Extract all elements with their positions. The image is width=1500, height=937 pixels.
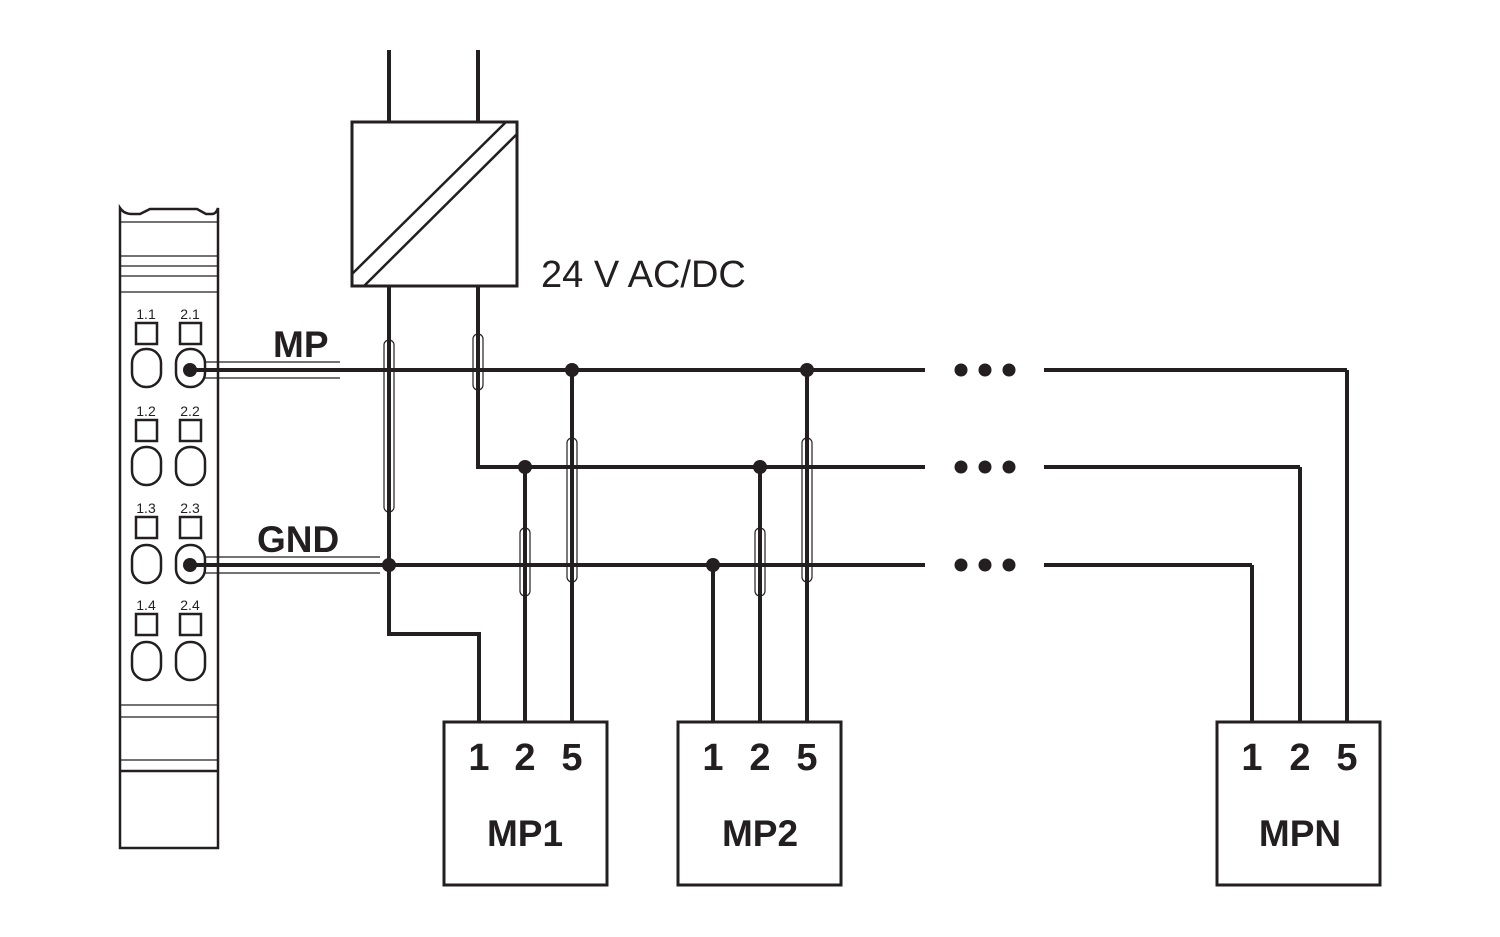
release-button [134,321,159,346]
release-button [134,612,159,637]
power-supply-label: 24 V AC/DC [541,254,746,296]
terminal-opening [130,445,163,487]
release-button [178,321,203,346]
pin-label: 5 [1336,737,1357,779]
terminal-connection-dot [183,363,197,377]
junction-dot [706,558,720,572]
mp-line-label: MP [273,324,329,365]
terminal-label: 1.3 [136,500,156,516]
release-button [178,612,203,637]
junction-dot [382,558,396,572]
converter-slash [351,121,507,275]
terminal-label: 2.1 [180,306,200,322]
terminal-opening [130,543,163,585]
terminal-label: 1.4 [136,597,156,613]
continuation-ellipsis [954,363,1016,377]
terminal-opening [174,445,207,487]
junction-dot [565,363,579,377]
continuation-ellipsis [954,460,1016,474]
pin-label: 2 [1289,737,1310,779]
converter-slash [363,133,518,287]
pin-label: 1 [468,737,489,779]
device-name: MP2 [722,813,798,854]
crossing-hop [801,437,813,583]
pin-label: 5 [796,737,817,779]
device-mp1: 1 2 5 MP1 [442,720,609,887]
crossing-hop [754,527,766,597]
release-button [134,418,159,443]
device-box [442,720,609,887]
pin-label: 1 [1241,737,1262,779]
junction-dot [518,460,532,474]
device-box [1215,720,1382,887]
power-supply: 24 V AC/DC [350,50,746,296]
pin-label: 1 [702,737,723,779]
terminal-opening [130,347,163,389]
terminal-opening [130,640,163,682]
release-button [178,515,203,540]
release-button [178,418,203,443]
power-supply-box [350,120,519,288]
terminal-label: 2.2 [180,403,200,419]
terminal-module: 1.1 2.1 1.2 2.2 1.3 2.3 1.4 2.4 [118,203,220,850]
device-name: MPN [1259,813,1341,854]
device-mp2: 1 2 5 MP2 [676,720,843,887]
continuation-ellipsis [954,558,1016,572]
terminal-label: 1.1 [136,306,156,322]
device-mpn: 1 2 5 MPN [1215,720,1382,887]
gnd-line-label: GND [257,519,339,560]
bus-wiring: MP GND [183,286,1349,722]
terminal-label: 2.4 [180,597,200,613]
device-box [676,720,843,887]
junction-dot [800,363,814,377]
terminal-label: 2.3 [180,500,200,516]
terminal-connection-dot [183,558,197,572]
release-button [134,515,159,540]
terminal-opening [174,640,207,682]
pin-label: 2 [514,737,535,779]
junction-dot [753,460,767,474]
supply-line [476,286,925,469]
pin-label: 2 [749,737,770,779]
crossing-hop [519,527,531,597]
pin-label: 5 [561,737,582,779]
psu-ground-wire [387,286,481,722]
terminal-label: 1.2 [136,403,156,419]
device-name: MP1 [487,813,563,854]
